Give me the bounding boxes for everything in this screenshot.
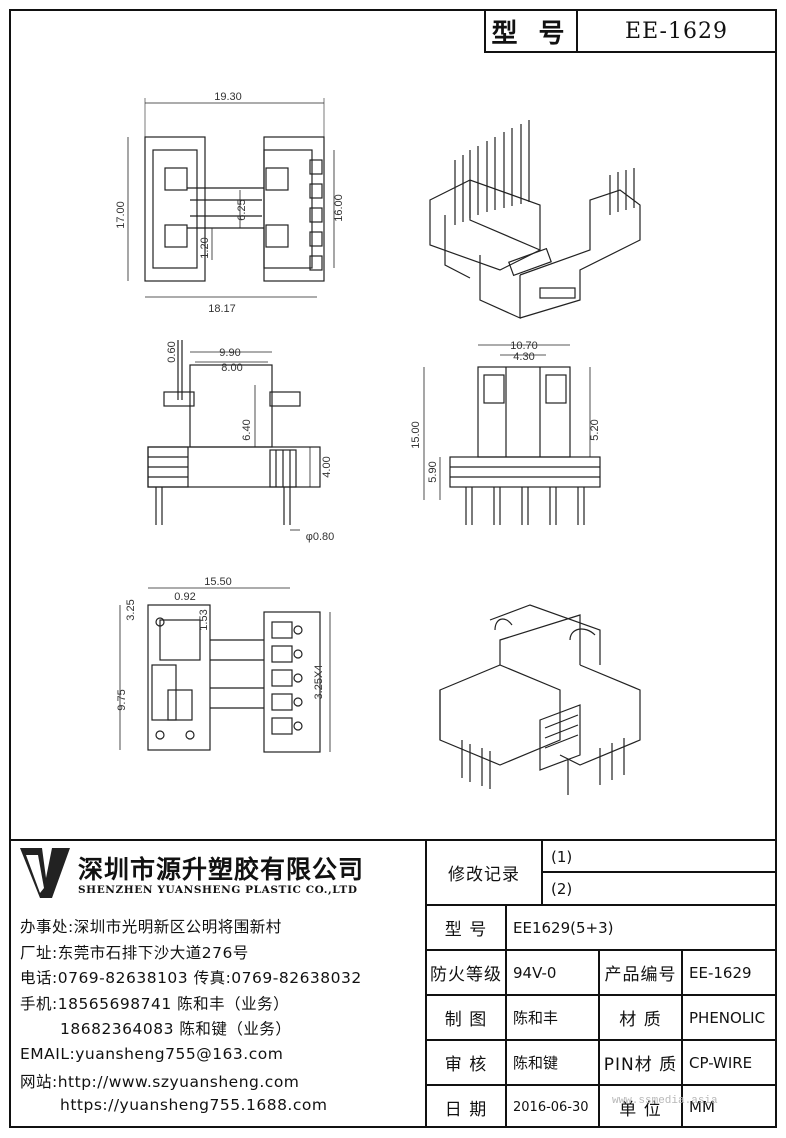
dim-8-00: 8.00 [221, 362, 242, 374]
spec-model-label: 型 号 [444, 920, 488, 940]
row-line-4 [425, 1039, 777, 1041]
factory-address: 厂址:东莞市石排下沙大道276号 [20, 944, 249, 962]
dim-15-50: 15.50 [204, 576, 232, 588]
unit-label: 单 位 [619, 1099, 662, 1120]
website-1688: https://yuansheng755.1688.com [60, 1096, 328, 1114]
dim-16-00: 16.00 [333, 194, 345, 222]
dim-4-30: 4.30 [513, 351, 534, 363]
top-view [127, 98, 335, 298]
pin-material-label: PIN材 质 [603, 1055, 678, 1075]
dim-4-00: 4.00 [321, 456, 333, 477]
spec-model-value: EE1629(5+3) [513, 918, 614, 937]
fire-rating-label: 防火等级 [430, 965, 502, 985]
mobile-1: 手机:18565698741 陈和丰（业务） [20, 995, 290, 1013]
dim-18-17: 18.17 [208, 303, 236, 315]
dim-19-30: 19.30 [214, 91, 242, 103]
bottom-view [119, 587, 331, 753]
header-model-label: 型 号 [484, 9, 578, 53]
dim-0-92: 0.92 [174, 591, 195, 603]
dim-15-00: 15.00 [410, 421, 422, 449]
titleblock-top-line [9, 839, 777, 841]
dim-phi-0-80: φ0.80 [306, 531, 335, 543]
row-line-5 [425, 1084, 777, 1086]
material-value: PHENOLIC [689, 1008, 766, 1027]
row-line-1 [425, 904, 777, 906]
product-no-label: 产品编号 [604, 965, 677, 985]
checked-by-value: 陈和键 [513, 1054, 559, 1072]
rev-row-line [541, 871, 777, 873]
col-line-2 [598, 949, 600, 1128]
fire-rating-value: 94V-0 [513, 963, 557, 982]
iso-view-bottom [439, 604, 641, 795]
dim-3-25: 3.25 [125, 599, 137, 620]
pin-material-value: CP-WIRE [689, 1053, 753, 1072]
col-line-1 [505, 904, 507, 1128]
dim-6-25: 6.25 [236, 199, 248, 220]
company-name-en: SHENZHEN YUANSHENG PLASTIC CO.,LTD [78, 884, 358, 896]
email: EMAIL:yuansheng755@163.com [20, 1045, 284, 1063]
checked-by-label: 审 核 [444, 1055, 488, 1075]
header-model-value: EE-1629 [576, 9, 777, 53]
dim-9-90: 9.90 [219, 347, 240, 359]
company-name-cn: 深圳市源升塑胶有限公司 [78, 855, 365, 884]
watermark: www.ssmedia.asia [612, 1095, 718, 1107]
phone-fax: 电话:0769-82638103 传真:0769-82638032 [20, 969, 362, 987]
front-view [147, 340, 321, 531]
revision-2: (2) [551, 879, 573, 898]
revision-label: 修改记录 [448, 865, 520, 885]
dim-0-60: 0.60 [166, 341, 178, 362]
row-line-3 [425, 994, 777, 996]
drawing-frame [9, 9, 777, 1128]
website: 网站:http://www.szyuansheng.com [20, 1073, 300, 1091]
col-line-3 [681, 949, 683, 1128]
office-address: 办事处:深圳市光明新区公明将围新村 [20, 918, 282, 936]
side-view [423, 344, 601, 525]
dim-9-75: 9.75 [116, 689, 128, 710]
revision-1: (1) [551, 847, 573, 866]
dim-3-25x4: 3.25X4 [313, 665, 325, 700]
titleblock-divider [425, 839, 427, 1128]
dim-5-90: 5.90 [427, 461, 439, 482]
dim-6-40: 6.40 [241, 419, 253, 440]
row-line-2 [425, 949, 777, 951]
company-logo [20, 848, 70, 898]
date-value: 2016-06-30 [513, 1099, 589, 1115]
drawn-by-label: 制 图 [444, 1010, 488, 1030]
material-label: 材 质 [619, 1010, 662, 1030]
product-no-value: EE-1629 [689, 963, 752, 982]
dim-1-20: 1.20 [199, 237, 211, 258]
dim-1-53: 1.53 [198, 609, 210, 630]
dim-5-20: 5.20 [589, 419, 601, 440]
dim-17-00: 17.00 [115, 201, 127, 229]
unit-value: MM [689, 1098, 715, 1116]
dim-10-70: 10.70 [510, 340, 538, 352]
mobile-2: 18682364083 陈和键（业务） [60, 1020, 292, 1038]
drawn-by-value: 陈和丰 [513, 1009, 559, 1027]
iso-view-top [429, 120, 641, 319]
date-label: 日 期 [444, 1099, 488, 1120]
